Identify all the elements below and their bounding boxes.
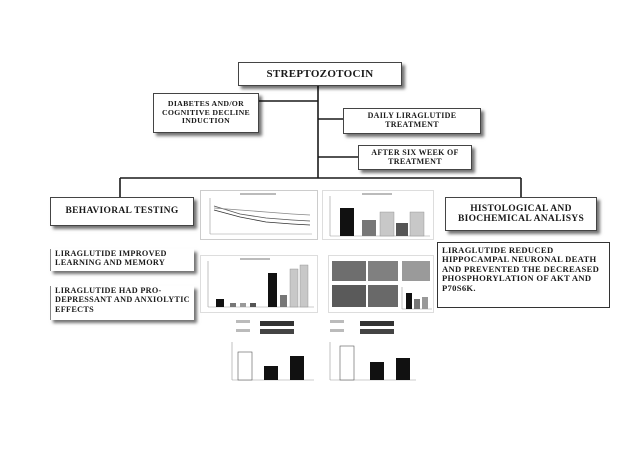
thumb-western-blot-1 — [222, 318, 318, 386]
thumb-western-blot-2 — [318, 318, 420, 386]
diabetes-induction-node: DIABETES AND/OR COGNITIVE DECLINE INDUCT… — [153, 93, 259, 133]
liraglutide-treatment-node: DAILY LIRAGLUTIDE TREATMENT — [343, 108, 481, 134]
thumb-histology-panel — [328, 255, 434, 313]
behavioral-testing-node: BEHAVIORAL TESTING — [50, 197, 194, 226]
thumb-line-chart — [200, 190, 318, 240]
histological-analysis-node: HISTOLOGICAL AND BIOCHEMICAL ANALISYS — [445, 197, 597, 231]
streptozotocin-node: STREPTOZOTOCIN — [238, 62, 402, 86]
six-week-node: AFTER SIX WEEK OF TREATMENT — [358, 145, 472, 170]
finding-learning-memory: LIRAGLUTIDE IMPROVED LEARNING AND MEMORY — [50, 249, 194, 271]
thumb-bar-chart-2 — [200, 255, 318, 313]
thumb-bar-chart-1 — [322, 190, 434, 240]
finding-neuronal-death: LIRAGLUTIDE REDUCED HIPPOCAMPAL NEURONAL… — [437, 242, 610, 308]
finding-depressant-anxiolytic: LIRAGLUTIDE HAD PRO-DEPRESSANT AND ANXIO… — [50, 286, 194, 320]
